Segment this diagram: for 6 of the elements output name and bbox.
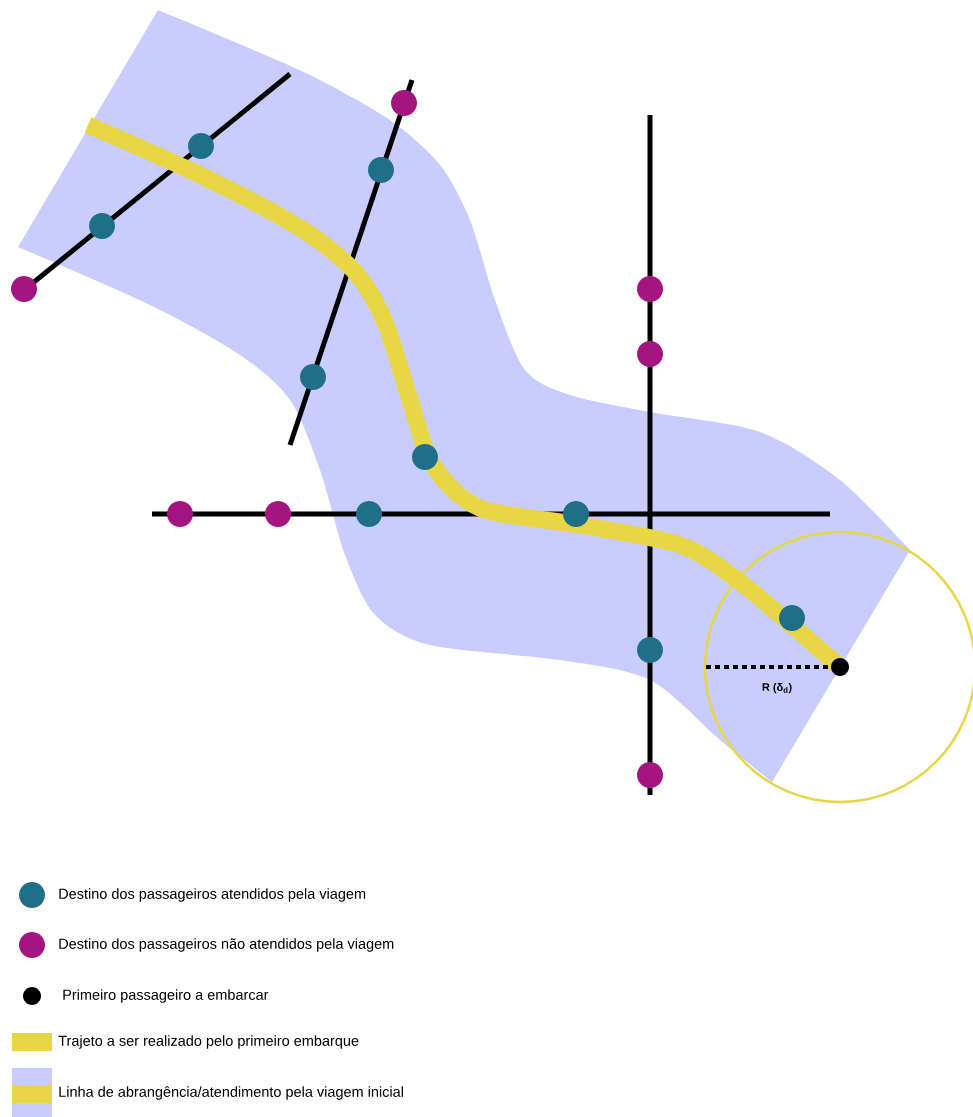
legend-text: Primeiro passageiro a embarcar [63,989,269,1003]
legend-text: Trajeto a ser realizado pelo primeiro embarque [58,1035,359,1049]
legend-text: Linha de abrangência/atendimento pela viagem inicial [59,1086,403,1100]
radius-label: R (δ$_{d}$) [762,682,792,694]
legend-text: Destino dos passageiros não atendidos pela viagem [59,938,394,952]
legend-text: Destino dos passageiros atendidos pela viagem [59,888,366,902]
